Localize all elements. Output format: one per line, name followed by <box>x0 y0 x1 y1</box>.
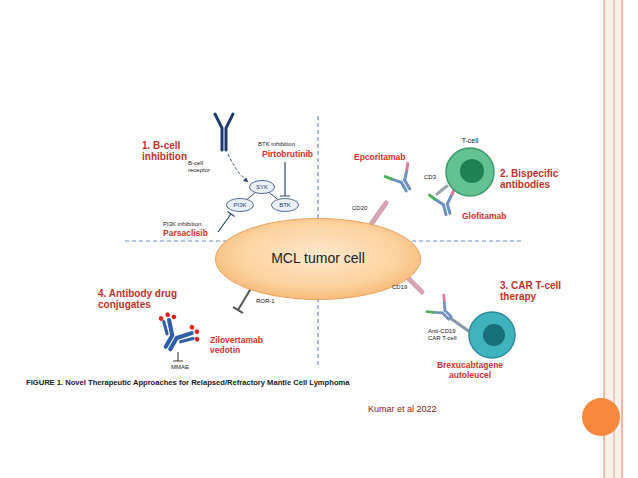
kinase-node: BTK <box>271 198 299 212</box>
pathway-link <box>269 193 277 199</box>
drug-name: Brexucabtagene autoleucel <box>430 361 510 380</box>
bispecific-antibody <box>385 164 419 197</box>
molecule-label: CD3 <box>424 174 436 181</box>
slide-rule <box>621 0 623 478</box>
cell-membrane <box>446 148 494 196</box>
drug-name: Pirtobrutinib <box>262 150 313 160</box>
payload-marker <box>173 352 183 361</box>
node-text: BTK <box>271 198 299 212</box>
car-t-cell: Anti-CD19 CAR T-cell <box>468 311 516 359</box>
mechanism-label: PI3K inhibition <box>163 221 201 228</box>
molecule-label: CD19 <box>392 284 407 291</box>
cell-membrane <box>469 312 515 358</box>
cd20-receptor <box>372 203 386 223</box>
t-cell: T-cell <box>445 147 495 197</box>
node-outline <box>445 147 495 197</box>
tumor-outline <box>216 219 421 300</box>
approach-heading: 4. Antibody drug conjugates <box>98 288 198 310</box>
drug-name: Glofitamab <box>462 212 506 222</box>
signal-arrow <box>228 154 248 182</box>
node-text: MCL tumor cell <box>215 218 421 300</box>
node-outline <box>468 311 516 359</box>
inhibition-bar <box>218 211 235 232</box>
kinase-node: PI3K <box>226 198 254 212</box>
drug-name: Zilovertamab vedotin <box>210 336 280 355</box>
drug-name: Epcoritamab <box>354 153 406 163</box>
node-text: Anti-CD19 CAR T-cell <box>428 328 462 341</box>
kinase-outline <box>250 181 275 194</box>
ror1-receptor <box>234 290 250 313</box>
bispecific-antibody <box>429 188 460 217</box>
cd3-receptor <box>437 186 447 194</box>
pathway-link <box>247 193 255 199</box>
slide-dot <box>582 398 620 436</box>
node-text: T-cell <box>462 137 479 145</box>
molecule-label: ROR-1 <box>256 298 275 305</box>
kinase-outline <box>272 199 299 212</box>
citation: Kumar et al 2022 <box>368 404 437 414</box>
b-cell-receptor <box>215 114 233 150</box>
node-text: SYK <box>249 180 275 194</box>
molecule-label: MMAE <box>171 364 189 371</box>
kinase-outline <box>227 199 254 212</box>
cell-nucleus <box>483 324 505 346</box>
mechanism-label: BTK inhibition <box>258 141 295 148</box>
kinase-node: SYK <box>249 180 275 194</box>
car-binder <box>427 295 458 326</box>
cell-nucleus <box>460 159 484 183</box>
cd19-receptor <box>408 278 422 292</box>
molecule-label: B-cell receptor <box>188 160 222 173</box>
drug-name: Parsaclisib <box>163 229 208 239</box>
node-text: PI3K <box>226 198 254 212</box>
approach-heading: 3. CAR T-cell therapy <box>500 280 585 302</box>
approach-heading: 1. B-cell inhibition <box>142 140 204 162</box>
molecule-label: CD20 <box>352 205 367 212</box>
figure-caption: FIGURE 1. Novel Therapeutic Approaches f… <box>26 379 350 388</box>
inhibition-bar <box>280 162 290 196</box>
tumor-cell: MCL tumor cell <box>215 218 421 300</box>
antibody-drug-conjugate <box>148 309 204 360</box>
approach-heading: 2. Bispecific antibodies <box>500 168 580 190</box>
